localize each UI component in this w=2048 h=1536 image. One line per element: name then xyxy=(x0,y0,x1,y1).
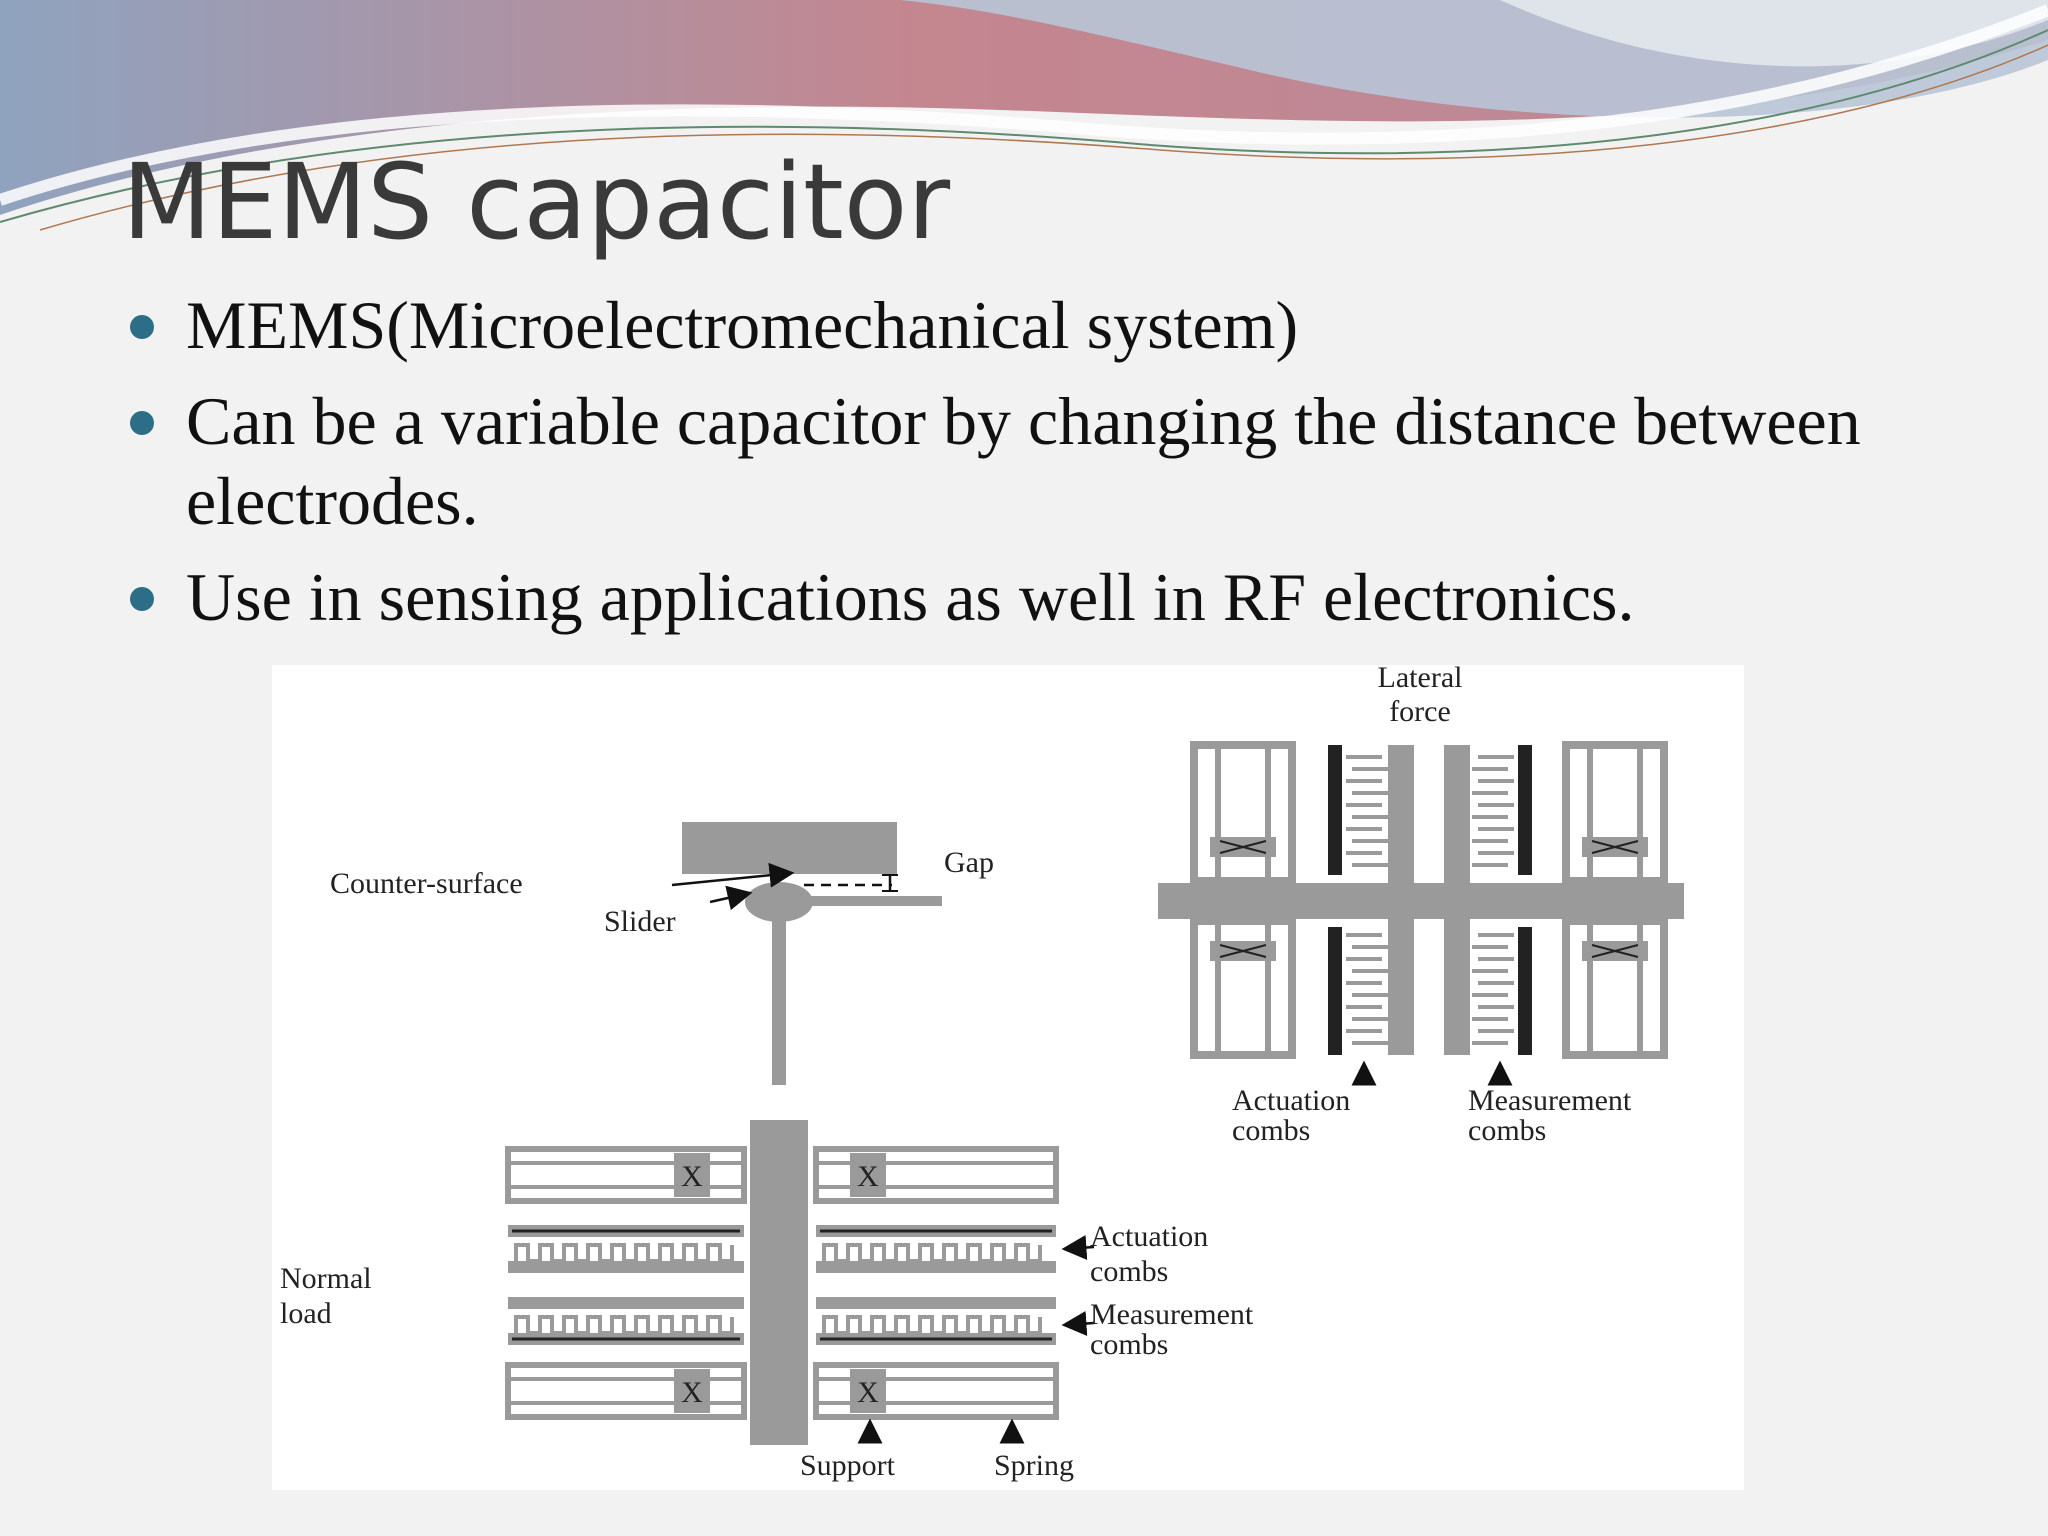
vertical-beam xyxy=(772,915,786,1085)
actuation-comb-teeth-right xyxy=(822,1243,1042,1263)
bottom-spring-right xyxy=(813,1362,1059,1420)
lateral-beam xyxy=(802,896,942,906)
bottom-spring-left xyxy=(505,1362,747,1420)
actuation-combs-side-label: Actuation xyxy=(1090,1220,1208,1253)
actuation-combs-side-arrow xyxy=(1061,1235,1095,1260)
measurement-comb-stator xyxy=(508,1297,744,1309)
measurement-comb-teeth-right xyxy=(822,1315,1042,1335)
anchor-block xyxy=(674,1153,710,1197)
comb-anchor xyxy=(1518,745,1532,875)
measurement-comb-stator xyxy=(816,1297,1056,1309)
measurement-combs-label: combs xyxy=(1468,1114,1546,1147)
anchor-x-mark: X xyxy=(857,1376,879,1409)
comb-anchor xyxy=(1518,927,1532,1055)
gap-label: Gap xyxy=(944,846,994,879)
anchor-x-mark: X xyxy=(857,1160,879,1193)
measurement-combs-side-arrow xyxy=(1061,1311,1095,1336)
mems-diagram-svg: X X X X Lateral force Gap Counter-surfac… xyxy=(280,665,1684,1482)
spring-label: Spring xyxy=(994,1449,1074,1482)
normal-load-label: load xyxy=(280,1297,332,1330)
bullet-list: MEMS(Microelectromechanical system) Can … xyxy=(130,285,2010,653)
slider-arrow xyxy=(709,885,753,911)
lateral-force-label: Lateral xyxy=(1378,665,1463,694)
lateral-shuttle-bar xyxy=(1158,883,1684,919)
counter-surface-label: Counter-surface xyxy=(330,867,523,900)
slide-title: MEMS capacitor xyxy=(122,141,951,263)
counter-surface-block xyxy=(682,822,897,874)
actuation-combs-label: Actuation xyxy=(1232,1084,1350,1117)
normal-shuttle-bar xyxy=(750,1120,808,1445)
mems-diagram: X X X X Lateral force Gap Counter-surfac… xyxy=(272,665,1744,1490)
spring-frame xyxy=(1190,741,1296,885)
counter-surface-arrow xyxy=(671,862,795,888)
bullet-text: MEMS(Microelectromechanical system) xyxy=(186,287,1299,363)
comb-anchor xyxy=(1328,745,1342,875)
bullet-dot-icon xyxy=(130,587,154,611)
top-spring-right xyxy=(813,1146,1059,1204)
normal-load-label: Normal xyxy=(280,1262,372,1295)
spring-frame xyxy=(1562,741,1668,885)
header-wave-decoration xyxy=(0,0,2048,231)
anchor-x-mark: X xyxy=(681,1376,703,1409)
measurement-comb-teeth-left xyxy=(514,1315,734,1335)
anchor-block xyxy=(850,1369,886,1413)
top-spring-left xyxy=(505,1146,747,1204)
actuation-combs-side-label: combs xyxy=(1090,1255,1168,1288)
actuation-combs-label: combs xyxy=(1232,1114,1310,1147)
bullet-text: Use in sensing applications as well in R… xyxy=(186,559,1635,635)
anchor-x-mark: X xyxy=(681,1160,703,1193)
bullet-item: Can be a variable capacitor by changing … xyxy=(130,381,2010,541)
bullet-text: Can be a variable capacitor by changing … xyxy=(186,383,1861,539)
bullet-dot-icon xyxy=(130,411,154,435)
spring-frame xyxy=(1562,917,1668,1059)
measurement-combs-side-label: combs xyxy=(1090,1328,1168,1361)
measurement-combs-side-label: Measurement xyxy=(1090,1298,1254,1331)
slider-ball xyxy=(745,882,813,922)
bullet-dot-icon xyxy=(130,315,154,339)
spring-frame xyxy=(1190,917,1296,1059)
lateral-center-bar xyxy=(1444,745,1470,1055)
slider-label: Slider xyxy=(604,905,676,938)
anchor-block xyxy=(850,1153,886,1197)
comb-anchor xyxy=(1328,927,1342,1055)
lateral-center-bar xyxy=(1388,745,1414,1055)
actuation-comb-fingers xyxy=(1346,755,1388,1045)
measurement-combs-label: Measurement xyxy=(1468,1084,1632,1117)
measurement-comb-fingers xyxy=(1472,755,1514,1045)
actuation-comb-teeth-left xyxy=(514,1243,734,1263)
support-label: Support xyxy=(800,1449,896,1482)
bullet-item: Use in sensing applications as well in R… xyxy=(130,557,2010,637)
bullet-item: MEMS(Microelectromechanical system) xyxy=(130,285,2010,365)
anchor-block xyxy=(674,1369,710,1413)
lateral-force-label: force xyxy=(1389,695,1451,728)
